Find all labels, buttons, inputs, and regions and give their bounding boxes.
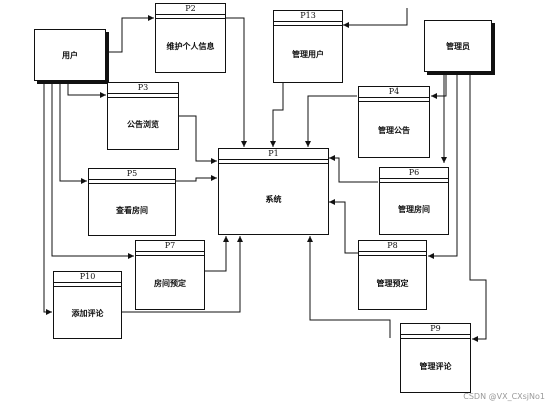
process-p10-id: P10 [54,272,121,283]
flow-p7-to-p1 [205,236,229,272]
process-p4: P4 管理公告 [358,86,430,158]
flow-user-to-p3 [67,82,106,98]
process-p2-id: P2 [156,4,225,15]
flow-p13-to-p1 [270,83,284,147]
entity-admin: 管理员 [424,20,492,72]
flow-admin-to-p4 [431,73,447,99]
entity-user: 用户 [34,29,106,81]
process-p5: P5 查看房间 [88,168,176,236]
flow-user-to-p10 [43,82,52,315]
entity-user-label: 用户 [62,50,78,60]
process-p6: P6 管理房间 [379,167,449,235]
process-p3-name: 公告浏览 [127,119,159,129]
process-p7: P7 房间预定 [135,240,205,310]
flow-p5-to-p1 [176,175,217,182]
process-p2: P2 维护个人信息 [155,3,226,73]
watermark-text: CSDN @VX_CXsjNo1 [463,392,545,401]
process-p4-name: 管理公告 [378,125,410,135]
process-p6-id: P6 [380,168,448,179]
process-p6-name: 管理房间 [398,204,430,214]
process-p8-name: 管理预定 [376,278,409,288]
process-p7-name: 房间预定 [154,278,186,288]
process-p5-name: 查看房间 [116,205,148,215]
process-p9: P9 管理评论 [400,323,471,393]
flow-user-to-p7 [51,82,134,259]
flow-p10-to-p1 [122,236,243,313]
process-p13: P13 管理用户 [273,10,343,83]
process-p4-id: P4 [359,87,429,98]
process-p9-id: P9 [401,324,470,335]
process-p1-name: 系统 [265,195,282,204]
process-p1: P1 系统 [218,148,329,235]
process-p10-name: 添加评论 [71,308,104,318]
process-p3-id: P3 [108,83,178,94]
flow-p8-to-p1 [329,199,358,254]
flow-p4-to-p1 [305,95,357,147]
flow-user-to-p5 [59,82,87,184]
process-p10: P10 添加评论 [53,271,122,339]
flow-admin-to-p8 [428,73,458,259]
flow-admin-to-p9 [469,73,487,342]
entity-admin-label: 管理员 [446,41,470,51]
process-p5-id: P5 [89,169,175,180]
process-p8-id: P8 [359,241,426,252]
process-p8: P8 管理预定 [358,240,427,310]
flow-p2-to-p1 [226,17,247,147]
process-p9-name: 管理评论 [419,361,452,371]
flow-p3-to-p1 [179,115,217,164]
process-p13-id: P13 [274,11,342,22]
flow-p9-to-p1 [307,236,391,338]
process-p7-id: P7 [136,241,204,252]
process-p2-name: 维护个人信息 [166,41,215,51]
process-p13-name: 管理用户 [292,50,324,59]
flow-user-to-p2 [107,15,154,53]
flow-p6-to-p1 [329,155,378,183]
process-p1-id: P1 [219,149,328,160]
process-p3: P3 公告浏览 [107,82,179,150]
flow-admin-to-p13 [343,8,408,28]
